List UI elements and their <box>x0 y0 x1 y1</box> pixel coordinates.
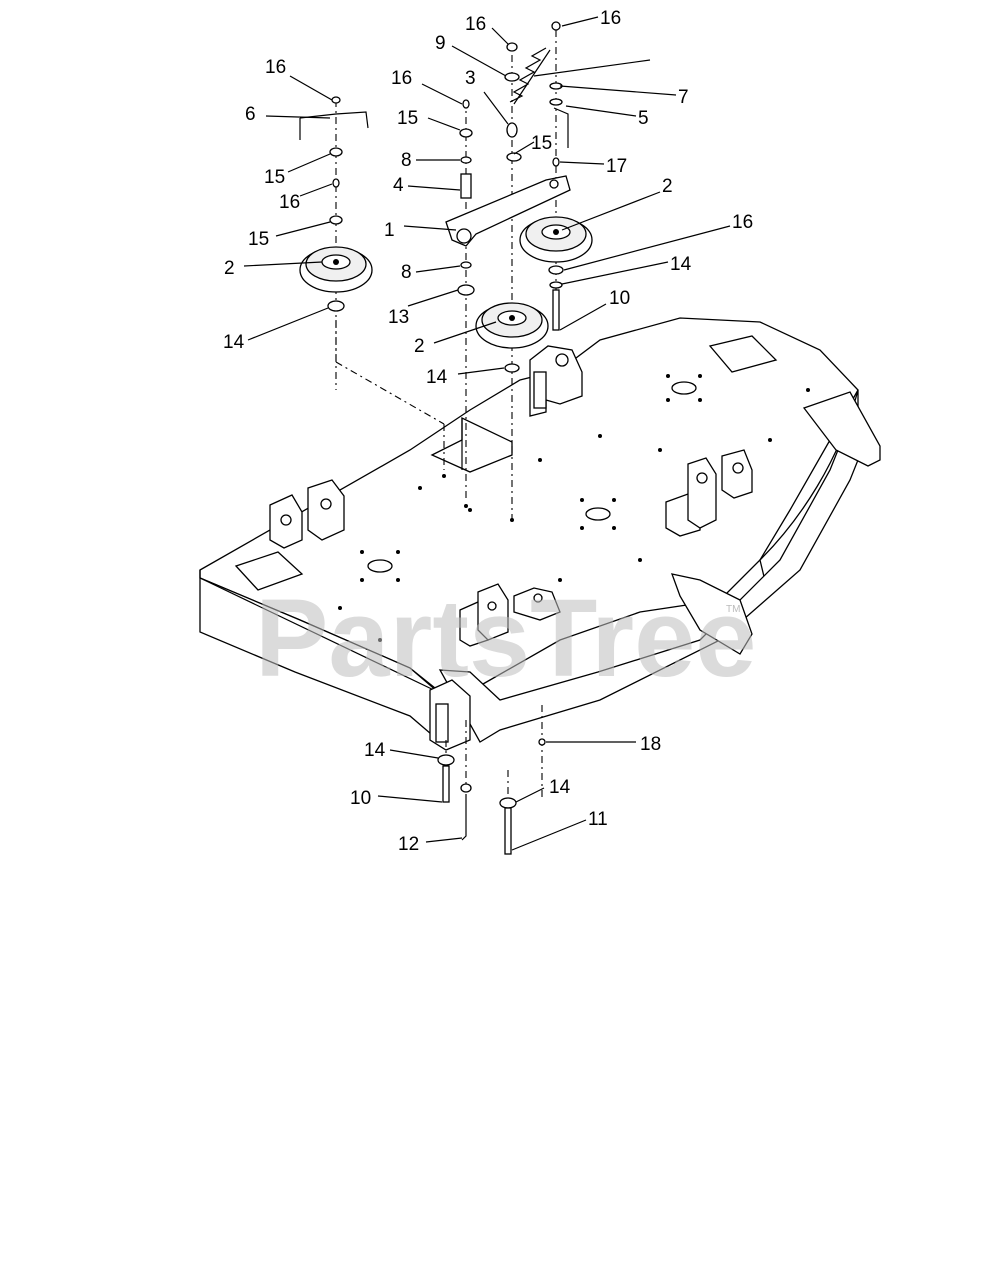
idler-pulley-center <box>475 302 549 349</box>
right-bracket-rod <box>553 107 569 148</box>
watermark-trademark: TM <box>726 604 740 615</box>
spindle-hole-center <box>585 507 611 521</box>
callout-8: 8 <box>401 150 412 171</box>
callout-13: 13 <box>388 307 409 328</box>
extension-spring <box>509 47 551 105</box>
lift-arm <box>429 391 881 751</box>
watermark: PartsTree <box>255 577 756 700</box>
callout-10: 10 <box>609 288 630 309</box>
callout-16: 16 <box>391 68 412 89</box>
callout-17: 18 <box>640 734 661 755</box>
callout-14: 14 <box>426 367 448 388</box>
callout-8: 8 <box>401 262 412 283</box>
callout-9: 9 <box>435 33 446 54</box>
callout-11: 11 <box>588 809 608 830</box>
callout-leaders <box>243 16 731 851</box>
mower-deck <box>199 317 859 742</box>
callout-14: 14 <box>364 740 386 761</box>
left-bracket-rod <box>299 111 369 140</box>
callout-15: 15 <box>531 133 552 154</box>
callout-16: 16 <box>279 192 300 213</box>
callout-16: 16 <box>600 8 621 29</box>
callout-7: 7 <box>678 87 689 108</box>
spindle-hole-left <box>367 559 393 573</box>
callout-16: 17 <box>606 156 627 177</box>
callout-16: 16 <box>465 14 486 35</box>
idler-arm <box>445 175 571 247</box>
callout-labels: 1 2 2 2 3 4 5 6 7 8 8 9 10 10 11 12 13 1… <box>223 8 753 855</box>
callout-15: 15 <box>248 229 269 250</box>
front-brackets <box>269 479 561 647</box>
callout-6: 6 <box>245 104 256 125</box>
callout-14: 14 <box>549 777 571 798</box>
hardware-washers <box>327 21 564 855</box>
idler-mount-tab <box>529 345 583 417</box>
callout-2: 2 <box>224 258 235 279</box>
callout-14: 14 <box>223 332 245 353</box>
callout-15: 15 <box>264 167 285 188</box>
callout-4: 4 <box>393 175 404 196</box>
callout-14: 14 <box>670 254 692 275</box>
deck-decal-right <box>708 335 778 373</box>
idler-pulley-right <box>519 216 593 263</box>
idler-pulley-left <box>299 246 373 293</box>
callout-15: 16 <box>732 212 753 233</box>
spindle-hole-right <box>671 381 697 395</box>
callout-16: 16 <box>265 57 286 78</box>
callout-15: 15 <box>397 108 418 129</box>
callout-5: 5 <box>638 108 649 129</box>
callout-1: 1 <box>384 220 395 241</box>
callout-3: 3 <box>465 68 476 89</box>
deck-decal-left <box>234 551 304 591</box>
rear-brackets <box>665 449 753 537</box>
callout-2: 2 <box>662 176 673 197</box>
callout-2: 2 <box>414 336 425 357</box>
callout-10: 10 <box>350 788 371 809</box>
callout-12: 12 <box>398 834 419 855</box>
spacer-tube <box>460 173 472 199</box>
